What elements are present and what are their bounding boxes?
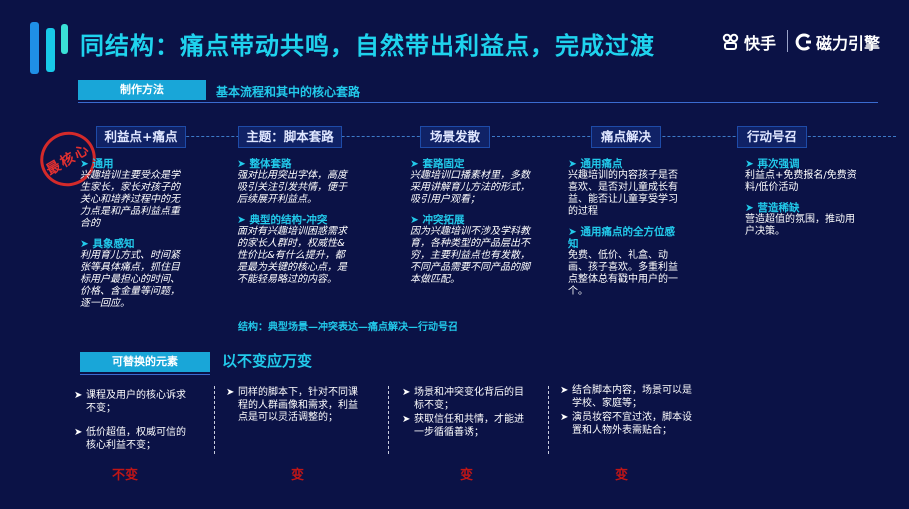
bullets-column-1: ➤课程及用户的核心诉求不变； ➤低价超值，权威可信的核心利益不变； [74,390,194,452]
col1-body2: 利用育儿方式、时间紧张等具体痛点，抓住目标用户最担心的时间、价格、含金量等问题，… [80,250,180,309]
page-title: 同结构：痛点带动共鸣，自然带出利益点，完成过渡 [80,32,655,60]
bullet-divider-1 [214,386,215,454]
changed-label-2: 变 [291,468,305,483]
column-pain-resolution: ➤ 通用痛点 兴趣培训的内容孩子是否喜欢、是否对儿童成长有益、能否让儿童享受学习… [568,158,678,298]
step-benefit-pain: 利益点+痛点 [96,126,186,148]
col5-head2: ➤ 营造稀缺 [745,202,800,214]
column-benefit-pain: ➤ 通用 兴趣培训主要受众是学生家长，家长对孩子的关心和培养过程中的无力点是和产… [80,158,188,310]
bullet-item: ➤获取信任和共情，才能进一步循循善诱； [402,414,524,438]
step-call-to-action: 行动号召 [737,126,807,148]
structure-summary: 结构：典型场景—冲突表达—痛点解决—行动号召 [238,322,458,333]
process-timeline [96,136,896,137]
col1-head2: ➤ 具象感知 [80,238,135,250]
col3-body1: 兴趣培训口播素材里，多数采用讲解育儿方法的形式，吸引用户观看； [410,170,530,205]
method-subtitle: 基本流程和其中的核心套路 [216,85,361,99]
decor-bar-2 [46,28,55,72]
col5-body2: 营造超值的氛围，推动用户决策。 [745,214,855,237]
replaceable-underline [80,374,210,375]
bullets-column-4: ➤结合脚本内容，场景可以是学校、家庭等； ➤演员妆容不宜过浓，脚本设置和人物外表… [560,385,694,437]
kuaishou-brand: 快手 [722,30,776,54]
column-script-theme: ➤ 整体套路 强对比用突出字体，高度吸引关注引发共情，便于后续展开利益点。 ➤ … [237,158,349,286]
column-call-to-action: ➤ 再次强调 利益点+免费报名/免费资料/低价活动 ➤ 营造稀缺 营造超值的氛围… [745,158,857,238]
bullet-item: ➤结合脚本内容，场景可以是学校、家庭等； [560,385,692,409]
col1-body1: 兴趣培训主要受众是学生家长，家长对孩子的关心和培养过程中的无力点是和产品利益点重… [80,170,180,229]
changed-label-4: 变 [615,468,629,483]
bullets-column-3: ➤场景和冲突变化背后的目标不变； ➤获取信任和共情，才能进一步循循善诱； [402,387,530,439]
step-pain-resolution: 痛点解决 [591,126,661,148]
step-scene-expansion: 场景发散 [420,126,490,148]
col4-head1: ➤ 通用痛点 [568,158,623,170]
bullet-divider-3 [548,386,549,454]
bullet-item: ➤场景和冲突变化背后的目标不变； [402,387,524,411]
col3-head1: ➤ 套路固定 [410,158,465,170]
decor-bar-1 [30,22,39,74]
unchanged-label: 不变 [112,468,139,483]
col3-head2: ➤ 冲突拓展 [410,214,465,226]
col5-head1: ➤ 再次强调 [745,158,800,170]
changed-label-3: 变 [460,468,474,483]
replaceable-title: 以不变应万变 [222,352,313,370]
bullets-column-2: ➤同样的脚本下，针对不同课程的人群画像和需求，利益点是可以灵活调整的； [226,387,360,425]
col4-head2: ➤ 通用痛点的全方位感知 [568,226,675,250]
replaceable-badge: 可替换的元素 [80,352,210,372]
cili-engine-logo-icon [795,33,811,51]
method-underline [78,102,878,103]
kuaishou-logo-icon [722,33,739,50]
cili-engine-brand: 磁力引擎 [795,30,880,54]
cili-engine-name: 磁力引擎 [816,34,881,53]
col4-body1: 兴趣培训的内容孩子是否喜欢、是否对儿童成长有益、能否让儿童享受学习的过程 [568,170,678,217]
method-badge: 制作方法 [78,80,206,100]
decor-bar-3 [61,24,68,54]
brand-divider [787,30,788,52]
col2-head1: ➤ 整体套路 [237,158,292,170]
col5-body1: 利益点+免费报名/免费资料/低价活动 [745,170,857,193]
column-scene-expansion: ➤ 套路固定 兴趣培训口播素材里，多数采用讲解育儿方法的形式，吸引用户观看； ➤… [410,158,532,286]
bullet-item: ➤课程及用户的核心诉求不变； [74,390,186,414]
col3-body2: 因为兴趣培训不涉及学科教育，各种类型的产品层出不穷，主要利益点也有发散，不同产品… [410,226,530,285]
step-script-theme: 主题：脚本套路 [238,126,342,148]
bullet-item: ➤演员妆容不宜过浓，脚本设置和人物外表需贴合； [560,412,692,436]
col4-body2: 免费、低价、礼盒、动画、孩子喜欢。多重利益点整体总有戳中用户的一个。 [568,250,678,297]
col2-head2: ➤ 典型的结构-冲突 [237,214,328,226]
bullet-item: ➤同样的脚本下，针对不同课程的人群画像和需求，利益点是可以灵活调整的； [226,387,358,423]
bullet-item: ➤低价超值，权威可信的核心利益不变； [74,427,186,451]
bullet-divider-2 [388,386,389,454]
col2-body1: 强对比用突出字体，高度吸引关注引发共情，便于后续展开利益点。 [237,170,347,205]
col2-body2: 面对有兴趣培训困惑需求的家长人群时，权威性&性价比&有什么提升，都是最为关键的核… [237,226,347,285]
col1-head1: ➤ 通用 [80,158,114,170]
kuaishou-name: 快手 [744,34,777,53]
